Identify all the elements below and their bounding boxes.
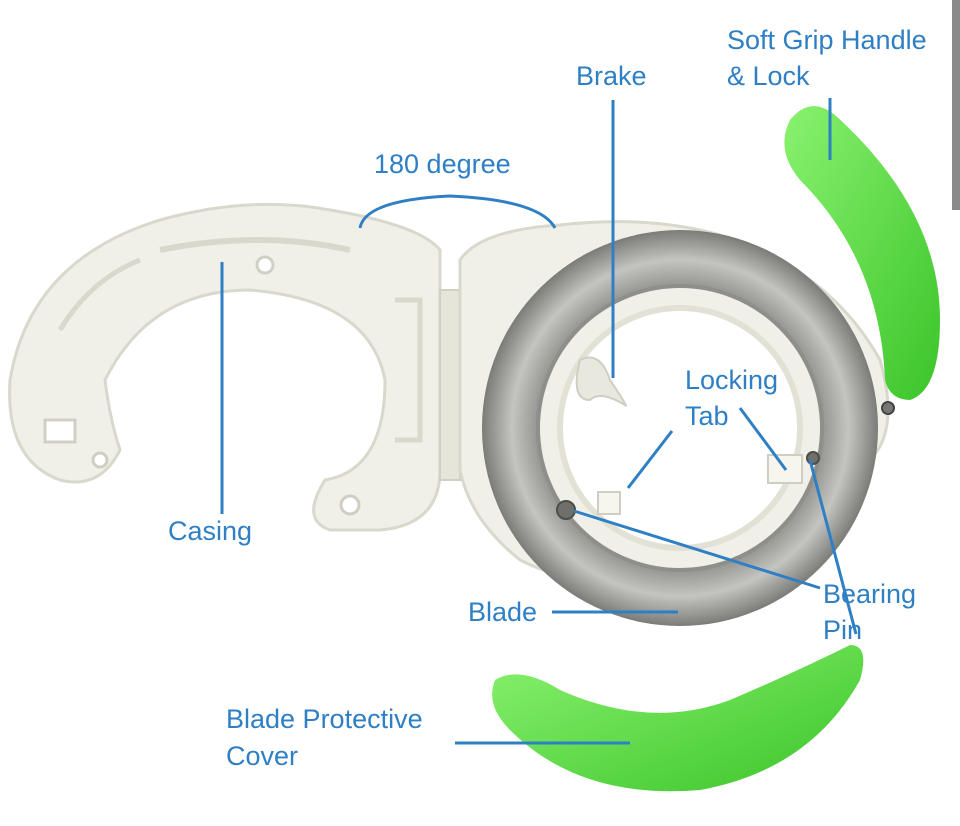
leader-lines [220,98,858,745]
label-soft-grip-line1: Soft Grip Handle [727,25,927,55]
bearing-pin-left [556,500,576,520]
locking-tab-leader-right [738,407,788,471]
label-blade: Blade [468,597,538,627]
label-180-degree: 180 degree [374,149,511,179]
degree-arc [358,194,557,229]
locking-tab-leader-left [626,430,674,489]
label-casing: Casing [168,516,253,546]
label-bearing-line1: Bearing [823,579,917,609]
bearing-pin-right [806,451,820,465]
scrollbar[interactable] [952,0,960,210]
casing-left-half [8,202,442,532]
label-locking-line2: Tab [685,401,729,431]
label-bearing-line2: Pin [823,615,863,645]
casing-hinge [439,289,461,481]
blade-protective-cover [492,645,864,792]
soft-grip-handle [784,106,940,415]
locking-tab-left [597,491,621,515]
label-locking-line1: Locking [685,365,779,395]
label-cover-line1: Blade Protective [226,704,423,734]
bearing-pin-leader-right [808,459,858,635]
label-brake: Brake [576,61,647,91]
brake-hook [575,356,627,407]
label-cover-line2: Cover [226,741,299,771]
bearing-pin-leader-left [573,509,821,590]
label-soft-grip-line2: & Lock [727,61,810,91]
blade-ring [482,230,878,626]
